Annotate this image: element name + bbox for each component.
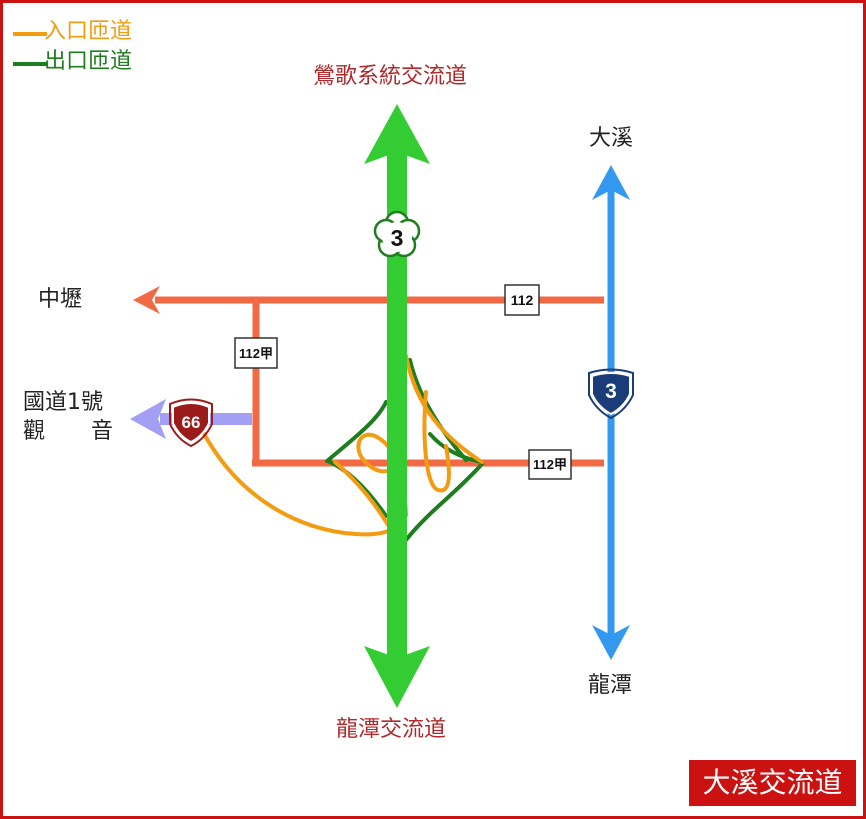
road-112-number: 112 (511, 292, 534, 308)
provincial-3-number: 3 (605, 380, 617, 403)
legend-exit-ramp: 出口匝道 (44, 49, 133, 74)
label-guanyin-2: 音 (91, 419, 114, 444)
road-112-arrow-zhongli (133, 286, 160, 314)
expressway-66-arrow (130, 399, 166, 439)
label-national-hwy-1: 國道1號 (23, 390, 103, 415)
road-112jia-shield-bottom: 112甲 (528, 449, 572, 480)
road-112jia-number-left: 112甲 (239, 346, 273, 361)
legend-entry-ramp: 入口匝道 (44, 19, 133, 44)
provincial-3-shield: 3 (588, 368, 634, 420)
label-guanyin-1: 觀 (23, 419, 46, 444)
freeway-3-number: 3 (391, 225, 404, 251)
label-zhongli: 中壢 (38, 287, 83, 312)
legend-exit-swatch (13, 62, 47, 66)
provincial-3-arrow-longtan (592, 625, 630, 660)
freeway-3-shield: 3 (373, 210, 421, 258)
label-daxi: 大溪 (589, 126, 634, 151)
freeway-3-arrow-south (364, 646, 430, 708)
label-longtan-interchange: 龍潭交流道 (336, 717, 447, 742)
freeway-3-arrow-north (364, 104, 430, 164)
road-112-shield: 112 (504, 284, 540, 316)
label-longtan: 龍潭 (588, 673, 633, 698)
provincial-3-arrow-daxi (592, 165, 630, 200)
road-112jia-shield-left: 112甲 (234, 337, 278, 369)
expressway-66-shield: 66 (169, 398, 213, 448)
interchange-title: 大溪交流道 (689, 760, 856, 806)
expressway-66-number: 66 (182, 413, 201, 432)
label-yingge-interchange: 鶯歌系統交流道 (313, 64, 468, 89)
legend-entry-swatch (13, 32, 47, 36)
road-112jia-number-bottom: 112甲 (533, 457, 567, 472)
